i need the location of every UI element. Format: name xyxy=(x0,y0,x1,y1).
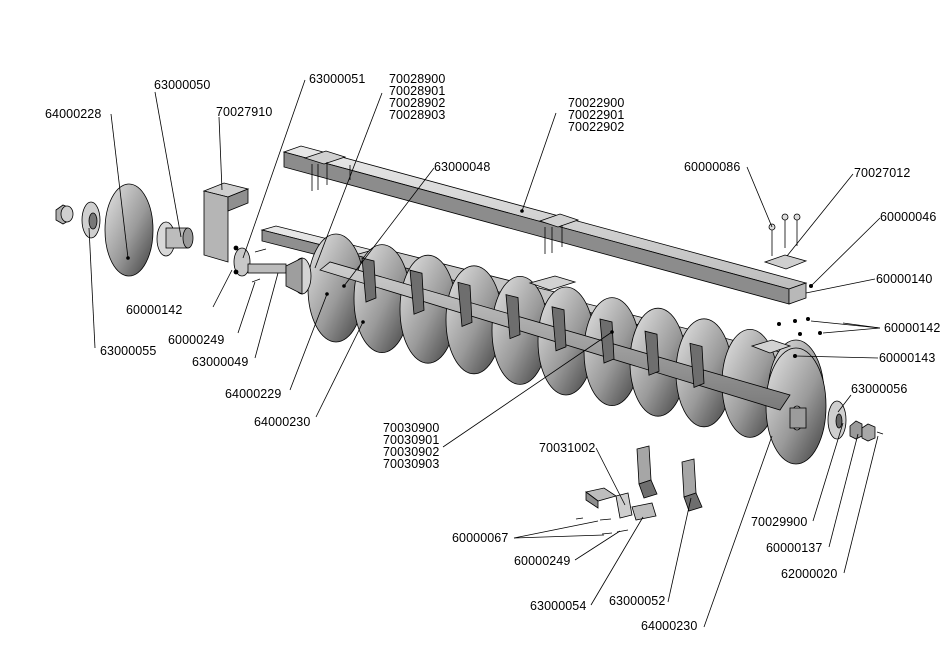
part-labels: 64000228 63000050 70027910 63000051 7002… xyxy=(45,72,940,633)
leader-lines xyxy=(88,79,881,628)
label-63000048: 63000048 xyxy=(434,160,490,174)
label-63000049: 63000049 xyxy=(192,355,248,369)
label-60000142-left: 60000142 xyxy=(126,303,182,317)
label-62000020: 62000020 xyxy=(781,567,837,581)
label-70027012: 70027012 xyxy=(854,166,910,180)
label-64000230-bottom: 64000230 xyxy=(641,619,697,633)
label-63000050: 63000050 xyxy=(154,78,210,92)
right-end-assembly xyxy=(789,400,884,442)
hanger-brackets xyxy=(361,257,792,388)
label-70030903: 70030903 xyxy=(383,457,439,471)
label-70030900: 70030900 xyxy=(383,421,439,435)
center-bearing-bracket xyxy=(528,275,577,291)
label-60000249-bottom: 60000249 xyxy=(514,554,570,568)
scraper-hanger xyxy=(551,306,567,352)
label-63000054: 63000054 xyxy=(530,599,586,613)
label-70031002: 70031002 xyxy=(539,441,595,455)
scraper-hanger xyxy=(644,330,660,376)
label-60000142-right: 60000142 xyxy=(884,321,940,335)
right-bearing-bracket xyxy=(750,339,792,354)
left-end-assembly xyxy=(55,182,312,295)
label-63000056: 63000056 xyxy=(851,382,907,396)
label-60000086: 60000086 xyxy=(684,160,740,174)
scraper-hanger xyxy=(361,257,377,303)
label-70027910: 70027910 xyxy=(216,105,272,119)
label-70028903: 70028903 xyxy=(389,108,445,122)
scraper-hanger xyxy=(599,318,615,364)
clamp-hardware xyxy=(763,213,822,358)
label-70029900: 70029900 xyxy=(751,515,807,529)
label-70028902: 70028902 xyxy=(389,96,445,110)
label-60000067: 60000067 xyxy=(452,531,508,545)
label-63000052: 63000052 xyxy=(609,594,665,608)
label-60000140: 60000140 xyxy=(876,272,932,286)
label-60000249-left: 60000249 xyxy=(168,333,224,347)
scraper-hanger xyxy=(409,269,425,315)
loose-scraper-parts xyxy=(575,445,703,535)
scraper-hanger xyxy=(505,294,521,340)
label-70028901: 70028901 xyxy=(389,84,445,98)
label-60000137: 60000137 xyxy=(766,541,822,555)
label-70030901: 70030901 xyxy=(383,433,439,447)
scraper-hanger xyxy=(689,342,705,388)
label-64000230-left: 64000230 xyxy=(254,415,310,429)
label-63000051: 63000051 xyxy=(309,72,365,86)
scraper-hanger xyxy=(457,281,473,327)
label-70030902: 70030902 xyxy=(383,445,439,459)
top-frame-beam xyxy=(282,145,808,305)
label-70022902: 70022902 xyxy=(568,120,624,134)
label-70022900: 70022900 xyxy=(568,96,624,110)
label-63000055: 63000055 xyxy=(100,344,156,358)
label-60000143: 60000143 xyxy=(879,351,935,365)
label-60000046: 60000046 xyxy=(880,210,936,224)
label-70022901: 70022901 xyxy=(568,108,624,122)
label-64000228: 64000228 xyxy=(45,107,101,121)
label-64000229: 64000229 xyxy=(225,387,281,401)
label-70028900: 70028900 xyxy=(389,72,445,86)
